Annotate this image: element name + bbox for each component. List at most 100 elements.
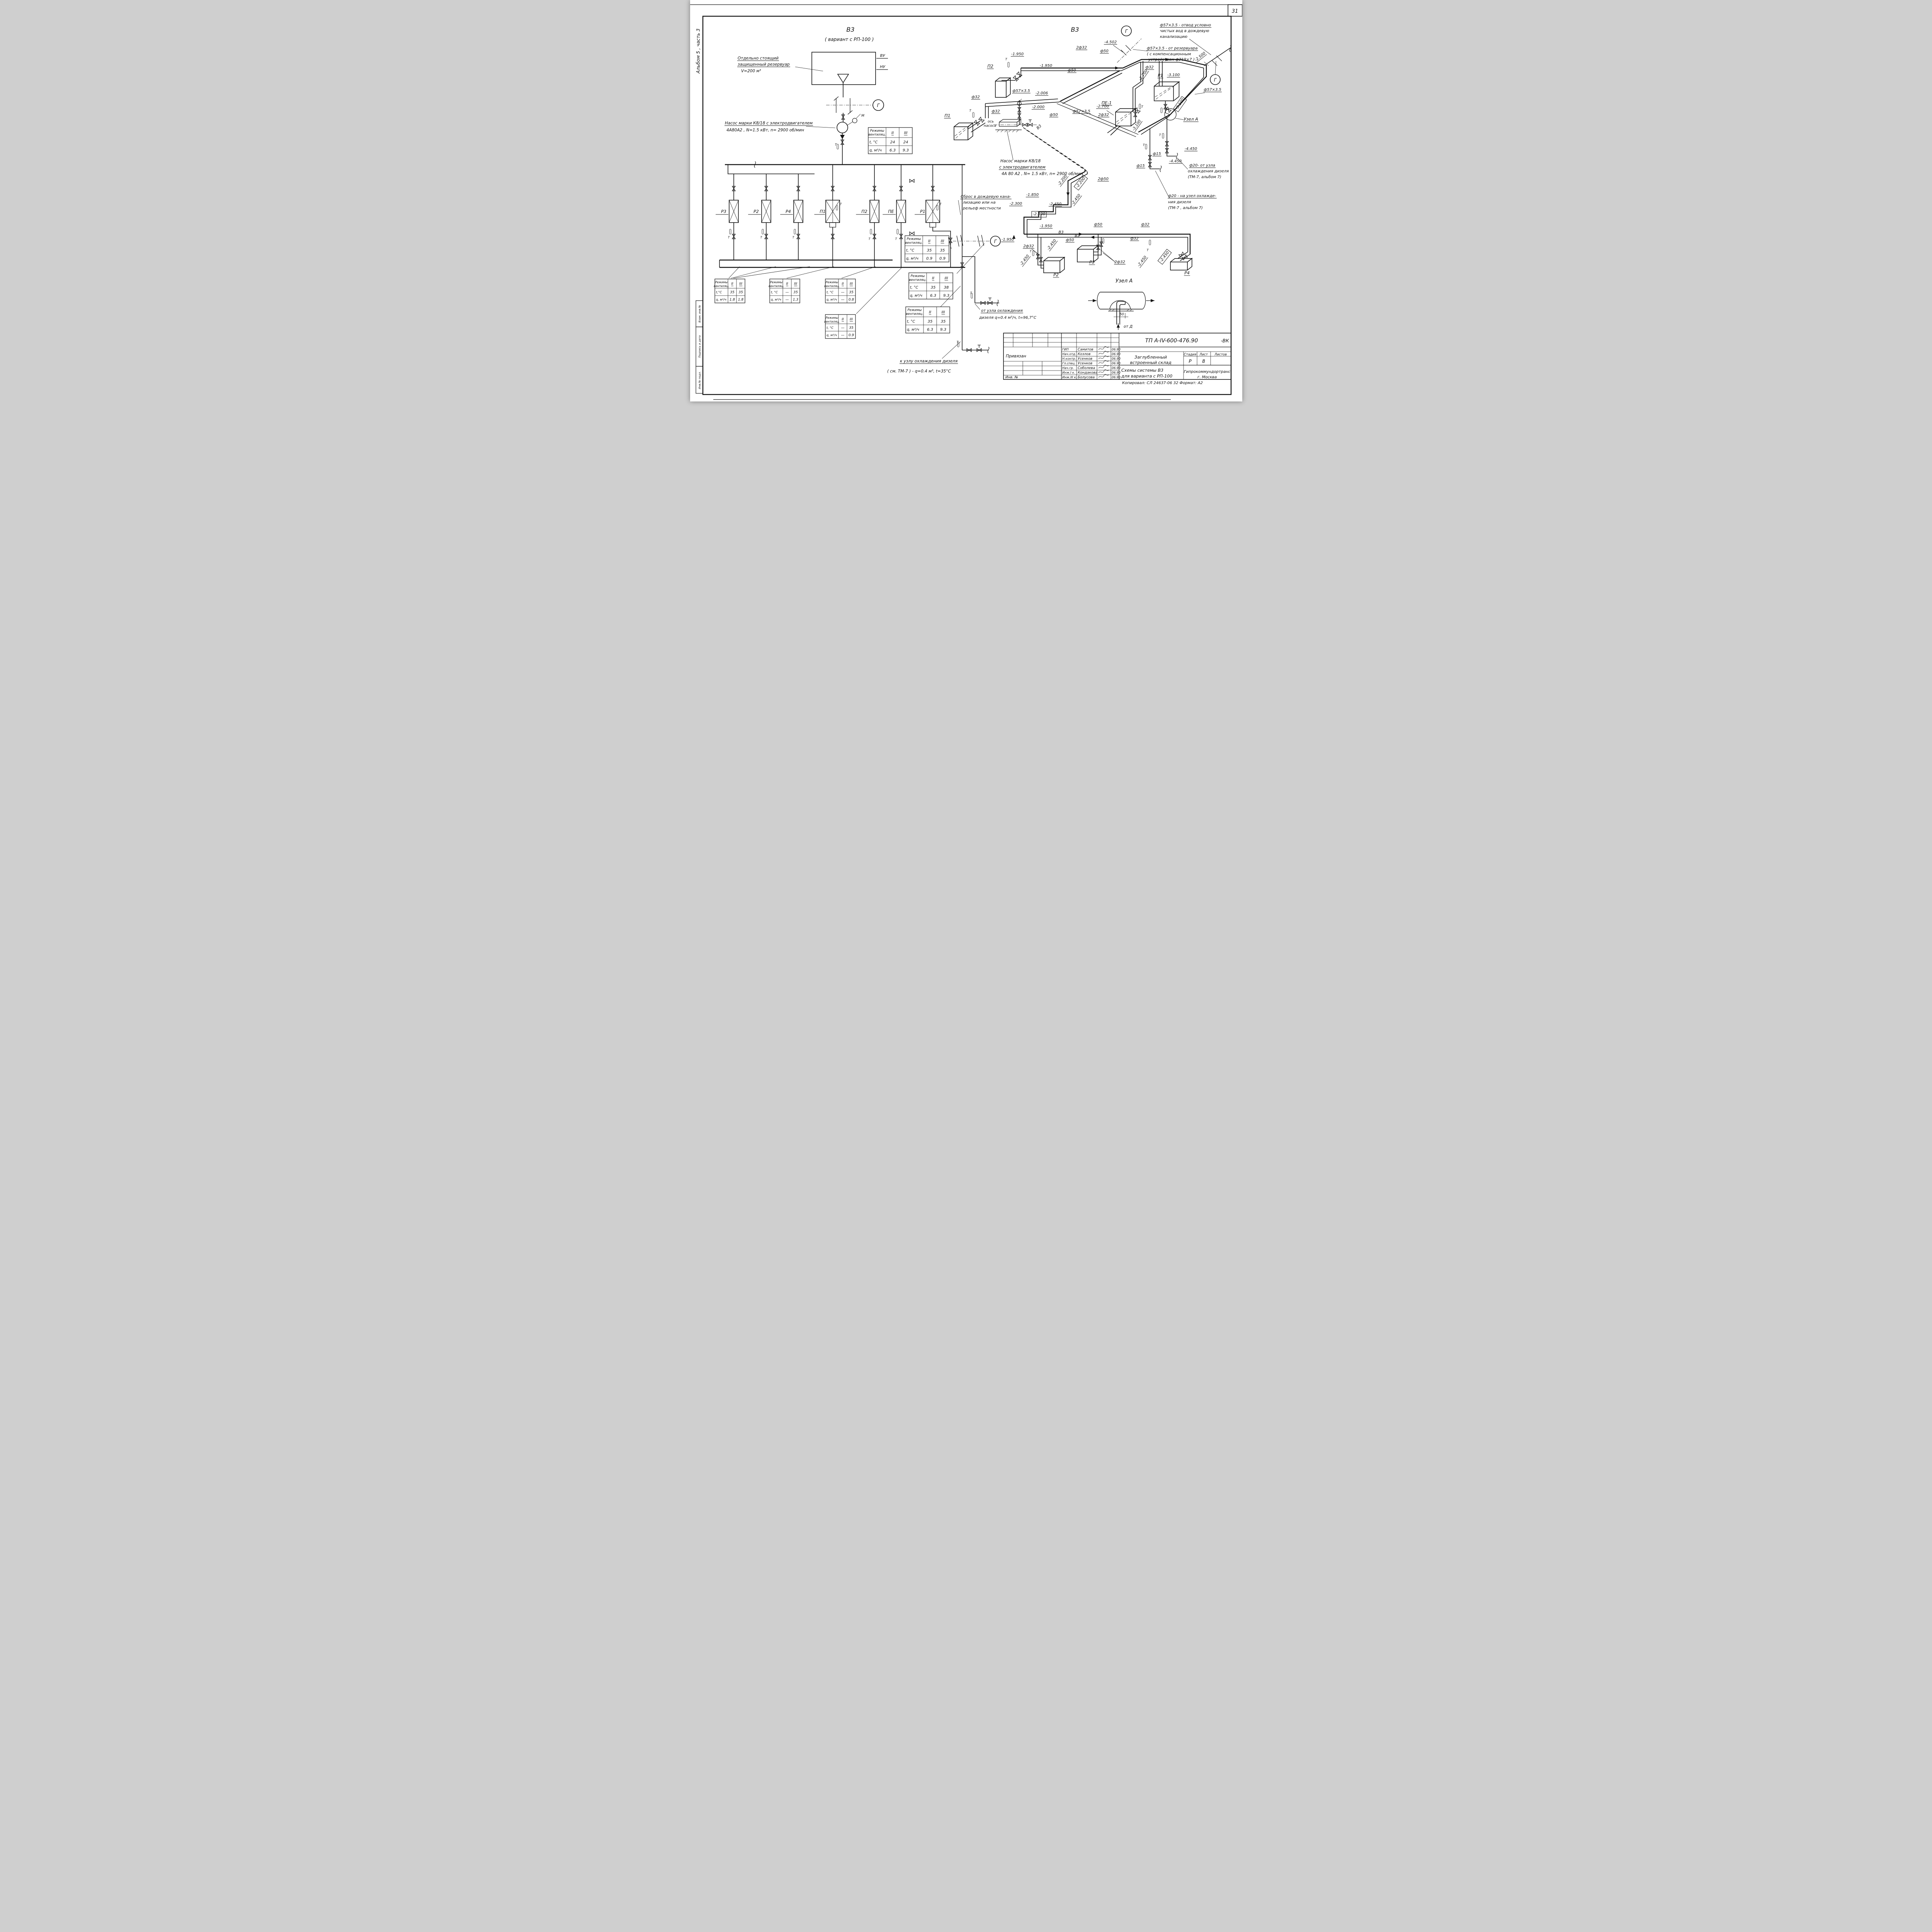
- pump-platform: [998, 119, 1022, 127]
- table-left-3-rowlabel-1: q, м³/ч: [827, 298, 837, 301]
- d-f32-e-text: ф32: [1130, 236, 1138, 241]
- table-left-3-rowlabel-0: t, °C: [827, 291, 833, 294]
- table-p1-header-2: вентиляц.: [909, 278, 926, 282]
- thermometer-icon: [836, 205, 838, 211]
- right-scheme: [968, 26, 1230, 330]
- unit-label-Р2: Р2: [753, 209, 759, 214]
- label-m: М: [861, 114, 864, 118]
- leader-line: [786, 266, 834, 279]
- lbl-p2: П2: [986, 64, 994, 69]
- drawing-line: [954, 127, 966, 136]
- table-pump-rowlabel-0: t, °C: [869, 140, 878, 145]
- el-2006: -2.006: [1035, 91, 1048, 96]
- table-left-2-val-1-1: 1.3: [793, 298, 798, 302]
- valve-icon: [899, 186, 903, 191]
- drawing-line: [1115, 108, 1136, 112]
- unit-П1: П1: [814, 165, 840, 267]
- pump-note-r2: с электродвигателем: [998, 165, 1046, 170]
- table-left-4-col-II: II: [842, 318, 844, 321]
- lbl-r2: Р2: [1053, 272, 1059, 278]
- t-pe1-text: Т: [1141, 105, 1143, 109]
- unit-box-r1: [1153, 81, 1180, 101]
- valve-icon: [1165, 148, 1169, 153]
- listov-header: Листов: [1214, 353, 1227, 357]
- pipe-break: [1160, 165, 1162, 172]
- table-p1-col-III: III: [944, 276, 948, 281]
- unit-label-ПЕ: ПЕ: [888, 209, 894, 214]
- table-p1-rowlabel-1: q, м³/ч: [910, 294, 922, 298]
- overflow-funnel: [837, 74, 849, 83]
- sleeve-tick: [833, 96, 838, 101]
- subject-line-1: Схемы системы В3: [1121, 368, 1163, 373]
- leader-line: [1155, 170, 1169, 198]
- sig-date-2: 06.90: [1112, 357, 1121, 361]
- drawing-line: [1060, 257, 1065, 273]
- thermometer-icon: [1149, 240, 1151, 245]
- sig-name-0: Самитов: [1078, 348, 1094, 352]
- t-e: Т: [1146, 248, 1149, 252]
- leader-line: [856, 267, 902, 314]
- el-2450-rr: -2.450: [1070, 193, 1082, 206]
- unit-Р4: Р4: [780, 174, 803, 260]
- t-pe1: Т: [1141, 105, 1143, 109]
- b3-c: В3: [1058, 230, 1063, 235]
- table-p2-rowlabel-0: t, °C: [907, 320, 915, 324]
- table-left-3-val-1-1: 0.8: [848, 298, 854, 302]
- el-2300-a: -2.300: [1009, 202, 1022, 206]
- valve-icon: [731, 234, 736, 239]
- unit-label-Р4: Р4: [786, 209, 791, 214]
- valve-icon: [1022, 122, 1027, 127]
- drawing-line: [825, 314, 856, 339]
- margin-cell-podp: Подпись и дата: [698, 335, 701, 358]
- resfeed-1: ф57×3.5 - от резервуара: [1146, 46, 1198, 51]
- leader-line: [975, 303, 980, 310]
- signature-2: [1098, 355, 1109, 359]
- pressure-gauge: [852, 118, 857, 123]
- table-left-1-header-2: вентиляц.: [714, 284, 729, 288]
- doc-code: ТП А-IV-600-476.90: [1145, 338, 1198, 344]
- leader-line: [841, 266, 876, 279]
- valve-icon: [1165, 106, 1172, 113]
- unit-box-r3: [1077, 245, 1099, 262]
- table-left-4-val-0-0: —: [841, 326, 844, 330]
- table-left-2-rowlabel-1: q, м³/ч: [771, 298, 781, 301]
- valve-icon: [1027, 122, 1033, 127]
- valve-icon: [1148, 162, 1152, 167]
- el-4502: -4.502: [1104, 40, 1117, 45]
- t-r1-top-text: Т: [939, 202, 942, 206]
- resfeed-2-text: ( с компенсационным: [1147, 52, 1191, 56]
- staircase-return: [1026, 172, 1088, 237]
- table-left-2-col-III: III: [794, 282, 797, 286]
- sleeve-tick: [977, 235, 980, 247]
- sbros-2: лизацию или на: [963, 201, 995, 205]
- resfeed-2: ( с компенсационным: [1147, 52, 1191, 56]
- outfall-1-text: ф57×3.5 - отвод условно: [1160, 23, 1211, 27]
- cool-from-1-text: от узла охлаждения: [981, 309, 1023, 313]
- t-r4-bot: Т: [792, 236, 794, 239]
- f57-diag-b: [1056, 103, 1136, 137]
- outfall-3-text: канализацию: [1160, 35, 1187, 39]
- valve-icon: [909, 179, 915, 183]
- valve-icon: [899, 234, 903, 239]
- pipe-break: [997, 299, 998, 306]
- reservoir-note-2-text: защищенный резервуар: [738, 62, 790, 67]
- table-pump-col-II: II: [891, 131, 894, 135]
- pe1-drop-a: [1134, 61, 1143, 112]
- el-2450-b-text: -2.450: [1046, 238, 1057, 251]
- table-pe-rowlabel-0: t, °C: [906, 248, 915, 253]
- b3-diag-text: В3: [1036, 124, 1042, 131]
- drawing-line: [1000, 129, 1003, 133]
- f15-drop-left: [1149, 128, 1160, 169]
- table-left-1-header-1: Режимы: [715, 281, 727, 284]
- valve-icon: [978, 116, 985, 123]
- sleeve-tick: [1125, 45, 1131, 51]
- t-r2-bot-text: Т: [760, 236, 762, 239]
- valve-icon: [764, 186, 768, 191]
- t-a-text: Т: [1005, 58, 1007, 61]
- drawing-line: [1173, 96, 1187, 112]
- sleeve-tick: [960, 235, 963, 246]
- cool-from-2-text: дизеля q=0.4 м³/ч, t=96,7°C: [979, 316, 1036, 320]
- margin-cell-vzam-text: Взам. инв.№: [698, 305, 701, 322]
